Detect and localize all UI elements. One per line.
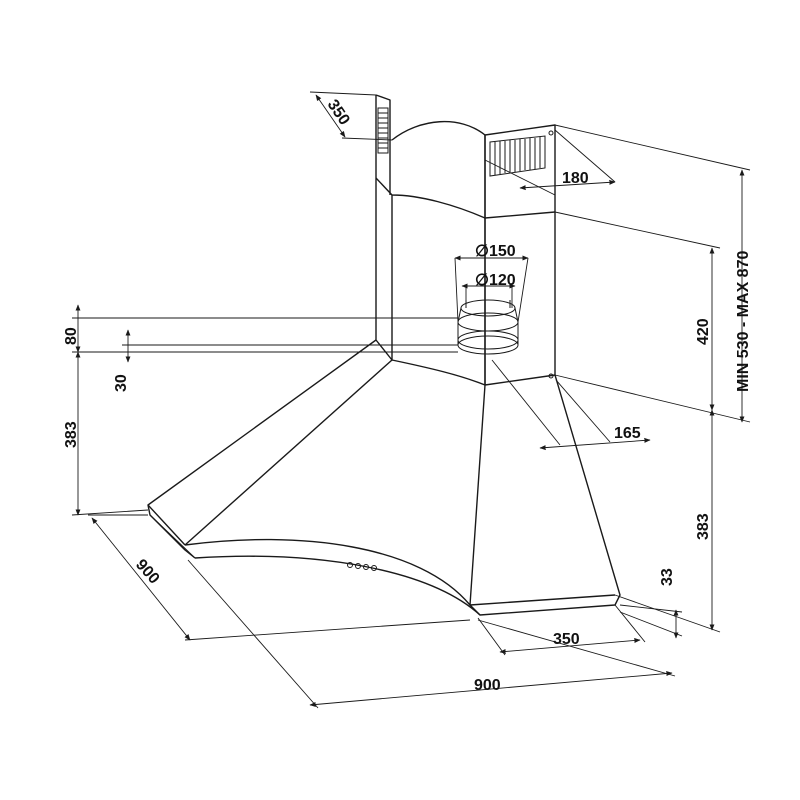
canopy-front-bottom-curve xyxy=(194,555,481,616)
label-right-height: 383 xyxy=(695,513,712,540)
canopy-left-bottom xyxy=(149,514,196,559)
chimney-mid-right xyxy=(484,211,556,219)
control-panel xyxy=(347,562,377,571)
label-front-width: 350 xyxy=(553,631,580,648)
label-collar-height: 80 xyxy=(63,327,80,345)
control-button xyxy=(371,565,377,571)
chimney-left-face xyxy=(375,95,393,361)
label-outlet-outer: ∅150 xyxy=(475,243,516,260)
canopy-left-slope xyxy=(147,339,377,559)
label-left-height: 383 xyxy=(63,421,80,448)
chimney-mid-joint xyxy=(375,177,486,219)
control-button xyxy=(363,564,369,570)
label-chimney-width: 180 xyxy=(562,170,589,187)
left-vent-grille xyxy=(377,107,389,154)
canopy-bottom-rim xyxy=(469,594,616,606)
label-rear-depth: 165 xyxy=(614,425,641,442)
label-collar-offset: 30 xyxy=(113,374,130,392)
chimney-top-arc xyxy=(391,120,486,141)
outlet-collar xyxy=(457,299,519,355)
canopy-front-top-curve xyxy=(184,538,471,606)
label-upper-chimney: 420 xyxy=(695,318,712,345)
chimney-bottom-curve xyxy=(391,359,486,386)
label-outlet-inner: ∅120 xyxy=(475,272,516,289)
label-height-range: MIN 530 - MAX 870 xyxy=(735,251,752,392)
label-canopy-thickness: 33 xyxy=(659,568,676,586)
canopy-left-rim xyxy=(147,504,186,546)
label-chimney-depth: 350 xyxy=(324,97,353,129)
control-button xyxy=(347,562,353,568)
dimension-labels: 350 180 ∅150 ∅120 MIN 530 - MAX 870 420 … xyxy=(63,97,752,694)
canopy-left-inner-edge xyxy=(184,359,393,546)
dimension-lines xyxy=(71,91,751,709)
right-vent-grille xyxy=(489,130,554,379)
hood-body xyxy=(147,94,621,616)
label-bottom-width: 900 xyxy=(474,677,501,694)
chimney-upper-left-edge xyxy=(375,94,391,195)
canopy-right-face xyxy=(469,374,621,616)
label-side-width: 900 xyxy=(132,556,163,587)
control-button xyxy=(355,563,361,569)
